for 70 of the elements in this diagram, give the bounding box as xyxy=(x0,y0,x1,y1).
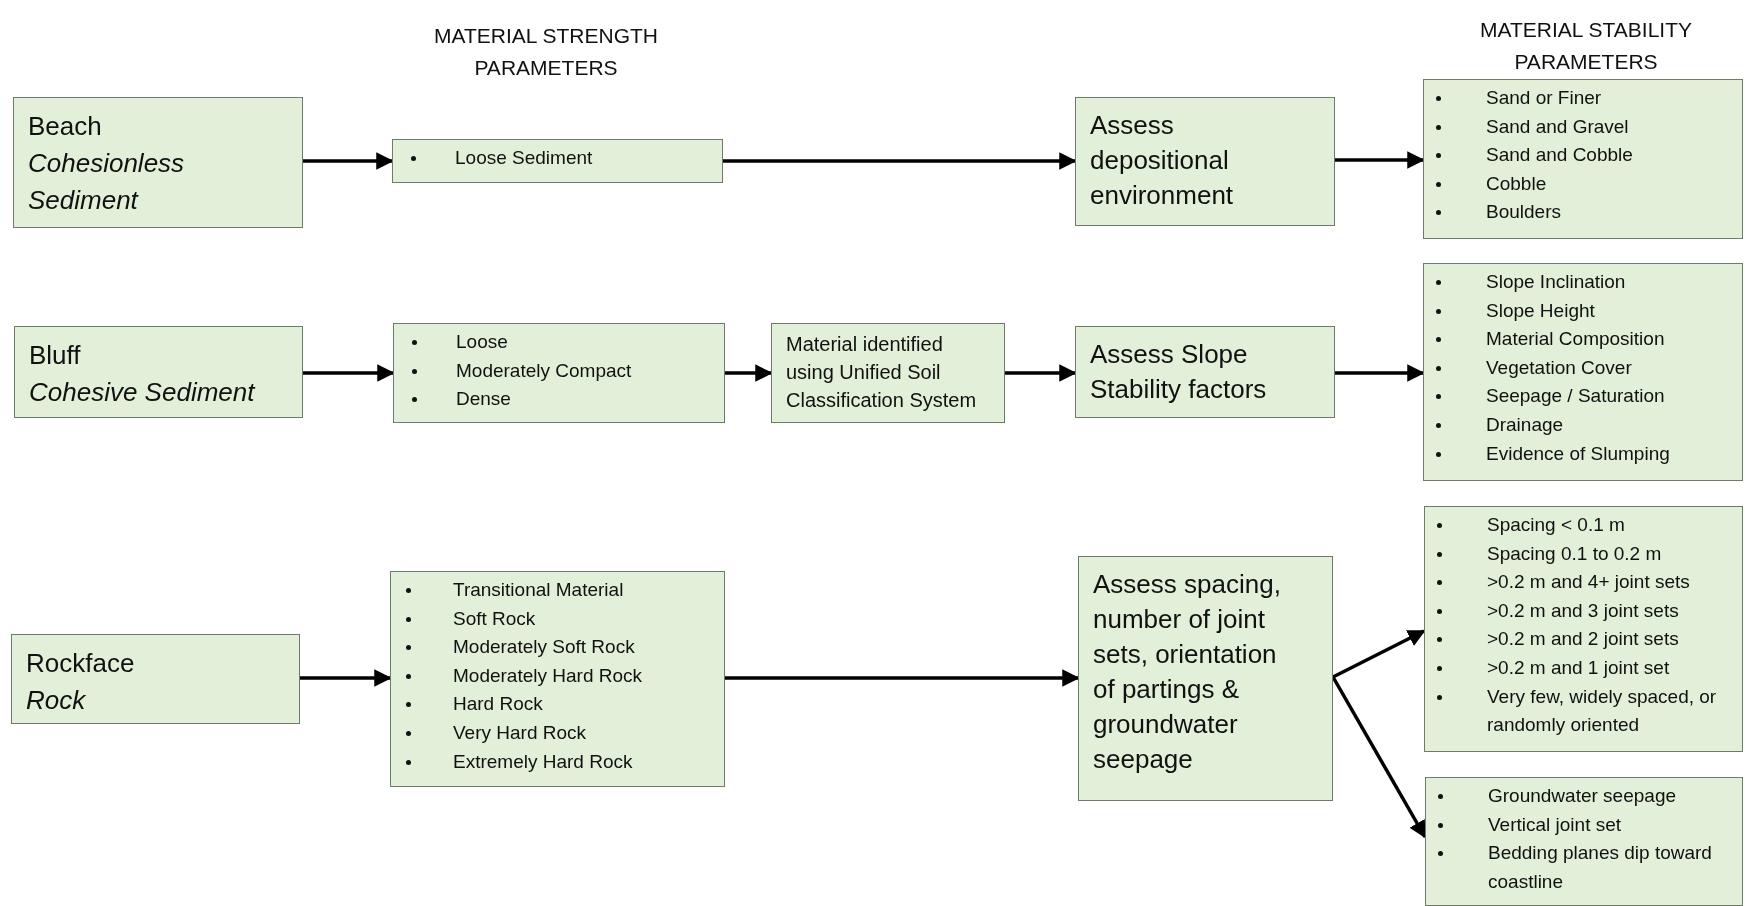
arrow xyxy=(303,152,394,170)
arrow xyxy=(725,364,773,382)
list-item: Soft Rock xyxy=(391,604,720,634)
arrow xyxy=(1335,364,1425,382)
process-box xyxy=(1075,97,1335,226)
box-subtitle: Cohesionless Sediment xyxy=(28,147,186,217)
list-item: Seepage / Saturation xyxy=(1424,382,1738,411)
box-title: Rockface xyxy=(26,647,135,680)
arrow xyxy=(1335,151,1425,169)
list-item: >0.2 m and 1 joint set xyxy=(1425,653,1738,683)
list-item: Cobble xyxy=(1424,169,1738,199)
list-item: Vertical joint set xyxy=(1426,810,1738,840)
list-item: >0.2 m and 2 joint sets xyxy=(1425,625,1738,654)
process-box xyxy=(1078,556,1333,801)
list-item: Moderately Compact xyxy=(394,356,720,386)
column-heading: MATERIAL STABILITY PARAMETERS xyxy=(1479,17,1693,75)
list-item: Material Composition xyxy=(1424,325,1738,354)
process-box xyxy=(1075,326,1335,418)
list-item: Hard Rock xyxy=(391,690,720,719)
list-item: Spacing 0.1 to 0.2 m xyxy=(1425,539,1738,569)
parameter-list-box xyxy=(393,323,725,423)
arrow xyxy=(303,364,395,382)
arrow xyxy=(1005,364,1077,382)
parameter-list-box xyxy=(1423,79,1743,239)
list-item: >0.2 m and 4+ joint sets xyxy=(1425,568,1738,597)
list-item: Dense xyxy=(394,385,720,414)
process-box xyxy=(771,323,1005,423)
list-item: Loose xyxy=(394,328,720,357)
list-item: Very few, widely spaced, or randomly oriented xyxy=(1425,682,1738,740)
list-item: >0.2 m and 3 joint sets xyxy=(1425,596,1738,626)
box-subtitle: Rock xyxy=(26,684,86,717)
source-box xyxy=(11,634,300,724)
source-box xyxy=(13,97,303,228)
box-text: Material identified using Unified Soil Classification System xyxy=(786,332,978,413)
list-item: Evidence of Slumping xyxy=(1424,439,1738,469)
box-text: Assess spacing, number of joint sets, orientation of partings & groundwater seepage xyxy=(1093,568,1282,776)
list-item: Very Hard Rock xyxy=(391,718,720,748)
parameter-list-box xyxy=(1425,777,1743,906)
list-item: Slope Height xyxy=(1424,296,1738,326)
list-item: Moderately Hard Rock xyxy=(391,661,720,691)
list-item: Spacing < 0.1 m xyxy=(1425,511,1738,540)
arrow xyxy=(725,669,1080,687)
list-item: Sand and Gravel xyxy=(1424,112,1738,142)
list-item: Loose Sediment xyxy=(393,144,718,173)
parameter-list-box xyxy=(392,139,723,183)
list-item: Extremely Hard Rock xyxy=(391,747,720,777)
list-item: Groundwater seepage xyxy=(1426,782,1738,811)
box-text: Assess depositional environment xyxy=(1090,109,1235,212)
column-heading: MATERIAL STRENGTH PARAMETERS xyxy=(433,23,659,81)
arrow xyxy=(723,152,1077,170)
list-item: Drainage xyxy=(1424,410,1738,440)
parameter-list-box xyxy=(1423,263,1743,481)
list-item: Boulders xyxy=(1424,198,1738,227)
arrow xyxy=(300,669,392,687)
list-item: Bedding planes dip toward coastline xyxy=(1426,839,1738,897)
list-item: Slope Inclination xyxy=(1424,268,1738,297)
box-subtitle: Cohesive Sediment xyxy=(29,376,255,409)
box-text: Assess Slope Stability factors xyxy=(1090,338,1268,406)
arrow xyxy=(1331,676,1427,839)
parameter-list-box xyxy=(390,571,725,787)
list-item: Moderately Soft Rock xyxy=(391,633,720,662)
source-box xyxy=(14,326,303,418)
list-item: Sand or Finer xyxy=(1424,84,1738,113)
arrow xyxy=(1332,629,1426,679)
list-item: Vegetation Cover xyxy=(1424,353,1738,383)
list-item: Transitional Material xyxy=(391,576,720,605)
list-item: Sand and Cobble xyxy=(1424,141,1738,170)
box-title: Bluff xyxy=(29,339,81,372)
box-title: Beach xyxy=(28,110,102,143)
parameter-list-box xyxy=(1424,506,1743,752)
